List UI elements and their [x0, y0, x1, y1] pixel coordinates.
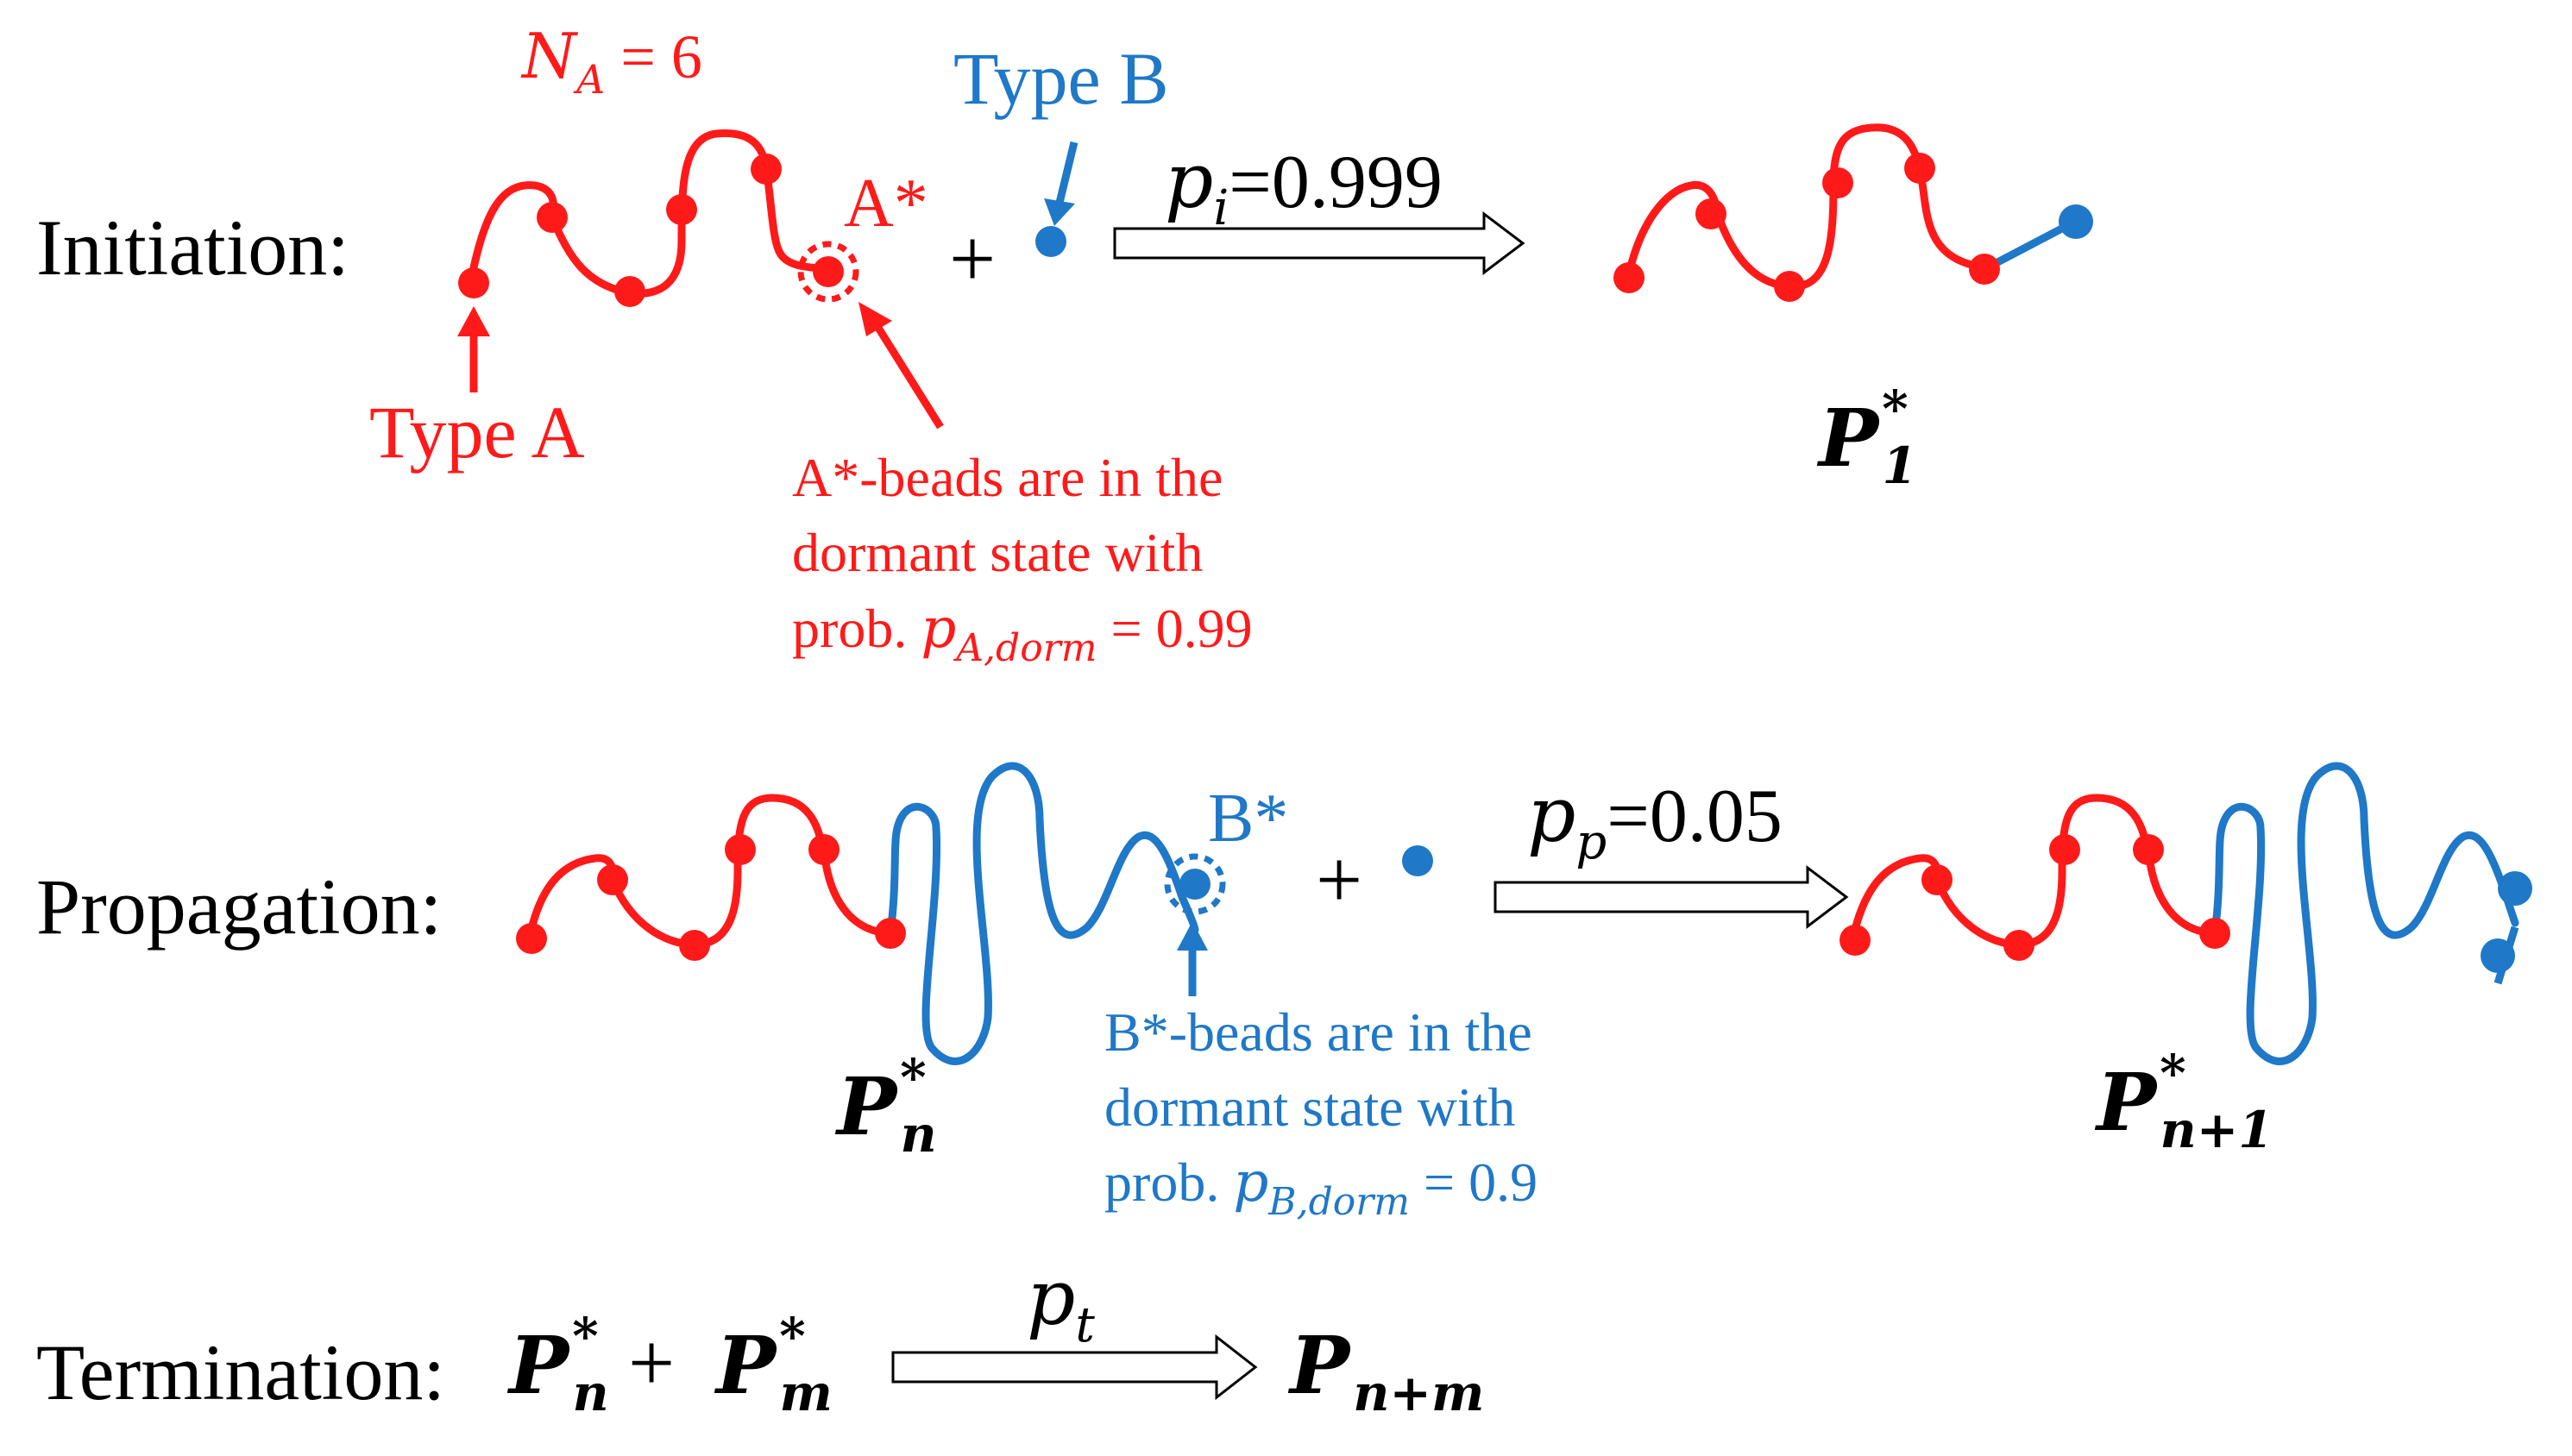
p1-bead-a: [1774, 271, 1805, 302]
pn1-product-label: P*n+1: [2094, 1044, 2273, 1159]
p1-bead-a: [1695, 198, 1726, 229]
type-a-bead: [537, 202, 568, 233]
p1-bead-a: [1969, 254, 2000, 285]
type-a-bead: [666, 194, 697, 225]
initiation-row: NA = 6 A* Type A A*-beads are in the dor…: [369, 20, 2093, 670]
pn-bead-a: [679, 930, 710, 961]
propagation-stage-label: Propagation:: [36, 863, 442, 951]
type-a-bead: [614, 276, 645, 307]
pn-bead-a: [597, 864, 628, 895]
initiation-plus: +: [949, 212, 996, 304]
a-star-bead: [813, 256, 844, 287]
pn-reactant-label: P*n: [834, 1048, 937, 1164]
p1-bead-a: [1613, 262, 1644, 293]
a-star-dormant-ring: [797, 241, 859, 303]
a-star-note-arrowhead: [858, 302, 892, 336]
b-dorm-note-line1: B*-beads are in the: [1104, 1001, 1532, 1063]
b-star-bead: [1179, 869, 1211, 900]
type-a-chain: [466, 129, 833, 298]
initiation-stage-label: Initiation:: [36, 204, 349, 292]
propagation-reaction-arrow: [1494, 864, 1849, 930]
type-a-bead: [458, 267, 489, 298]
a-dorm-note-line1: A*-beads are in the: [792, 447, 1223, 508]
initiation-reaction-arrow: [1113, 210, 1525, 276]
termination-row: P*n + P*m pt Pn+m: [506, 1253, 1484, 1422]
type-a-arrowhead: [457, 306, 490, 336]
pn-chain-blue: [886, 762, 1199, 1065]
pn1-chain-blue: [2210, 762, 2519, 1065]
a-star-label: A*: [844, 166, 928, 242]
b-star-dormant-ring: [1164, 853, 1226, 915]
pn1-bead-b: [2481, 938, 2515, 973]
pn1-bead-a: [2133, 834, 2164, 865]
pn1-bead-a: [2003, 930, 2034, 961]
p1-b-bond: [1982, 219, 2076, 273]
termination-reaction-arrow: [891, 1334, 1258, 1401]
pn1-bead-a: [1839, 925, 1871, 956]
type-a-bead: [751, 154, 782, 185]
a-star-note-arrow: [875, 325, 944, 430]
pn1-bead-a: [2049, 834, 2080, 865]
a-dorm-note-line2: dormant state with: [792, 522, 1203, 583]
initiation-rate: pi=0.999: [1165, 136, 1443, 236]
termination-plus: +: [628, 1316, 675, 1409]
na-label: NA = 6: [520, 20, 702, 103]
pn-bead-a: [516, 923, 547, 954]
pn1-bead-b: [2498, 871, 2532, 906]
propagation-plus: +: [1316, 833, 1362, 926]
p1-product-chain: [1624, 123, 1989, 291]
b-dorm-note-line2: dormant state with: [1104, 1076, 1515, 1138]
type-b-label: Type B: [953, 37, 1169, 120]
type-b-arrowhead: [1044, 198, 1075, 226]
pn-bead-a: [875, 918, 906, 949]
p1-product-label: P*1: [1816, 380, 1917, 495]
type-b-bead: [1035, 226, 1066, 257]
type-b-arrow: [1055, 141, 1078, 204]
termination-stage-label: Termination:: [36, 1328, 445, 1416]
propagation-rate: pp=0.05: [1527, 770, 1783, 870]
pn1-bead-a: [1921, 864, 1953, 895]
pn1-chain-red: [1848, 794, 2219, 949]
pn-chain-red: [525, 794, 895, 949]
pn-bead-a: [725, 834, 756, 865]
b-dorm-note-line3: prob. pB,dorm = 0.9: [1104, 1151, 1538, 1224]
pn-bead-a: [808, 834, 840, 865]
b-star-label: B*: [1208, 781, 1288, 857]
p1-bead-a: [1822, 167, 1853, 198]
termination-reactant-pm: P*m: [714, 1307, 833, 1422]
a-dorm-note-line3: prob. pA,dorm = 0.99: [792, 597, 1253, 670]
p1-bead-a: [1904, 153, 1935, 184]
propagation-row: B* B*-beads are in the dormant state wit…: [516, 762, 2532, 1224]
type-a-label: Type A: [369, 391, 585, 474]
pn1-bead-a: [2199, 918, 2230, 949]
termination-reactant-pn: P*n: [506, 1307, 609, 1422]
propagation-monomer-b: [1402, 845, 1433, 876]
termination-rate: pt: [1027, 1253, 1095, 1353]
p1-bead-b: [2059, 204, 2093, 239]
b-star-note-arrowhead: [1177, 921, 1208, 951]
termination-product: Pn+m: [1287, 1319, 1484, 1422]
